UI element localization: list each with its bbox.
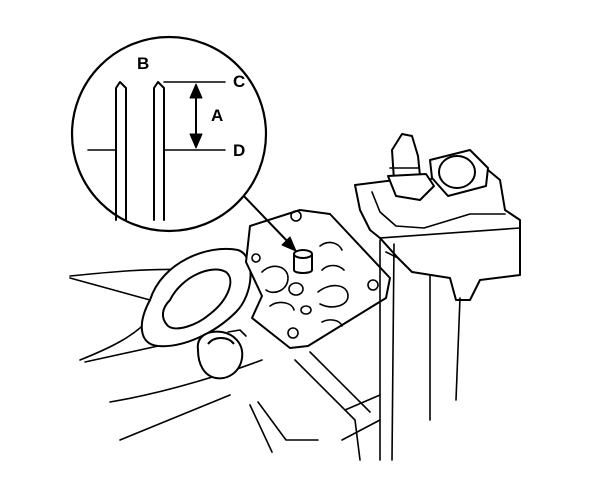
label-a: A: [211, 106, 223, 125]
lower-housing: [69, 268, 371, 461]
callout-arrow: [239, 191, 297, 252]
label-d: D: [233, 141, 245, 160]
valve-plate: [245, 209, 391, 349]
label-b: B: [137, 54, 149, 73]
label-c: C: [233, 72, 245, 91]
knob: [196, 329, 247, 380]
magnifier-circle: [70, 35, 268, 233]
strap-handle: [69, 247, 252, 363]
right-casting: [341, 133, 521, 461]
detail-magnifier: [70, 35, 268, 233]
